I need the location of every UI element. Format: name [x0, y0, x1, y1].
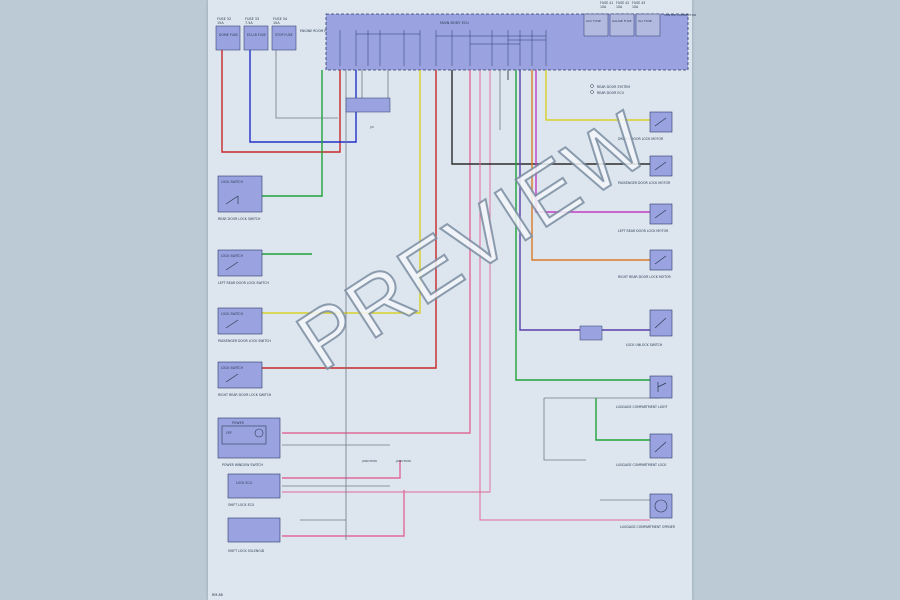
left-4-title: LOCK SWITCH	[221, 366, 244, 370]
left-component-2: LOCK SWITCH LEFT REAR DOOR LOCK SWITCH	[217, 249, 269, 285]
junction-label-2: JUNCTION	[395, 459, 411, 463]
right-component-1: DRIVER DOOR LOCK MOTOR	[618, 111, 673, 141]
power-desc: POWER WINDOW SWITCH	[222, 463, 264, 467]
power-title: POWER	[232, 421, 245, 425]
left-2-desc: LEFT REAR DOOR LOCK SWITCH	[218, 281, 269, 285]
page-code: RM-88	[212, 593, 223, 597]
fuse-box-1	[215, 25, 241, 51]
left-3-title: LOCK SWITCH	[221, 312, 244, 316]
power-lamp-icon	[254, 428, 264, 438]
right-1-desc: DRIVER DOOR LOCK MOTOR	[618, 137, 664, 141]
legend-marker-1	[590, 84, 594, 88]
fuse-1-rating: 15A	[217, 21, 224, 25]
tr-fuse-box-1	[583, 13, 609, 37]
right-component-7: LUGGAGE COMPARTMENT LOCK	[616, 433, 673, 467]
lamp-icon	[654, 499, 668, 513]
tr-fuse-box-2	[609, 13, 635, 37]
fuse-3-name: FUSE 34	[273, 17, 287, 21]
tr-fuse-2-label: GAUGE FUSE	[612, 19, 632, 23]
right-4-desc: RIGHT REAR DOOR LOCK MOTOR	[618, 275, 672, 279]
corner-label: CENTER CONNECTOR	[664, 13, 696, 17]
power-window-switch: POWER OFF POWER WINDOW SWITCH	[217, 417, 281, 467]
tr-fuse-2-rating: 10A	[616, 5, 623, 9]
lower-1-title: LOCK ECU	[236, 481, 253, 485]
fuse-2-label: ECU-B FUSE	[247, 33, 266, 37]
lower-box-1: LOCK ECU SHIFT LOCK ECU	[227, 473, 281, 507]
fuse-box-3	[271, 25, 297, 51]
fuse-box-2	[243, 25, 269, 51]
right-3-desc: LEFT REAR DOOR LOCK MOTOR	[618, 229, 669, 233]
tr-fuse-1-label: ACC FUSE	[586, 19, 601, 23]
right-7-desc: LUGGAGE COMPARTMENT LOCK	[616, 463, 667, 467]
connector-label: J/C	[369, 125, 374, 129]
lower-2-desc: SHIFT LOCK SOLENOID	[228, 549, 265, 553]
right-component-5: LOCK UNLOCK SWITCH	[626, 309, 673, 347]
tr-fuse-1-rating: 10A	[600, 5, 607, 9]
relay-label: ENGINE ROOM RELAY BLOCK	[300, 29, 347, 33]
fuse-group: FUSE 32 15A DOME FUSE FUSE 33 7.5A ECU-B…	[215, 17, 347, 51]
right-component-8: LUGGAGE COMPARTMENT OPENER	[620, 493, 676, 529]
left-4-desc: RIGHT REAR DOOR LOCK SWITCH	[218, 393, 272, 397]
right-6-desc: LUGGAGE COMPARTMENT LIGHT	[616, 405, 668, 409]
right-component-2: PASSENGER DOOR LOCK MOTOR	[618, 155, 673, 185]
left-component-3: LOCK SWITCH PASSENGER DOOR LOCK SWITCH	[217, 307, 271, 343]
lower-1-desc: SHIFT LOCK ECU	[228, 503, 255, 507]
fuse-2-name: FUSE 33	[245, 17, 259, 21]
fuse-1-label: DOME FUSE	[219, 33, 238, 37]
ecu-internal-traces	[339, 30, 547, 66]
fuse-2-rating: 7.5A	[245, 21, 253, 25]
left-component-4: LOCK SWITCH RIGHT REAR DOOR LOCK SWITCH	[217, 361, 272, 397]
left-component-1: LOCK SWITCH REAR DOOR LOCK SWITCH	[217, 175, 263, 221]
tr-fuse-3-name: FUSE 43	[632, 1, 645, 5]
tr-fuse-2-name: FUSE 42	[616, 1, 629, 5]
right-5-desc: LOCK UNLOCK SWITCH	[626, 343, 663, 347]
right-component-6: LUGGAGE COMPARTMENT LIGHT	[616, 375, 673, 409]
left-2-title: LOCK SWITCH	[221, 254, 244, 258]
legend-marker-2	[590, 90, 594, 94]
main-ecu-label: MAIN BODY ECU	[440, 21, 469, 25]
junction-connector	[345, 97, 391, 113]
lower-box-2: SHIFT LOCK SOLENOID	[227, 517, 281, 553]
junction-label-1: JUNCTION	[361, 459, 377, 463]
left-3-desc: PASSENGER DOOR LOCK SWITCH	[218, 339, 271, 343]
fuse-1-name: FUSE 32	[217, 17, 231, 21]
left-1-title: LOCK SWITCH	[221, 180, 244, 184]
right-component-4: RIGHT REAR DOOR LOCK MOTOR	[618, 249, 673, 279]
fuse-3-label: STOP FUSE	[275, 33, 293, 37]
right-8-desc: LUGGAGE COMPARTMENT OPENER	[620, 525, 676, 529]
fuse-3-rating: 10A	[273, 21, 280, 25]
legend-1: REAR DOOR SYSTEM	[597, 85, 630, 89]
legend-2: REAR DOOR ECU	[597, 91, 625, 95]
power-sw-state: OFF	[226, 431, 232, 435]
right-component-3: LEFT REAR DOOR LOCK MOTOR	[618, 203, 673, 233]
tr-fuse-3-label: IG1 FUSE	[638, 19, 652, 23]
tr-fuse-box-3	[635, 13, 661, 37]
tr-fuse-1-name: FUSE 41	[600, 1, 613, 5]
wires	[221, 50, 660, 540]
relay-small-box	[579, 325, 603, 341]
right-2-desc: PASSENGER DOOR LOCK MOTOR	[618, 181, 671, 185]
left-1-desc: REAR DOOR LOCK SWITCH	[218, 217, 261, 221]
tr-fuse-3-rating: 10A	[632, 5, 639, 9]
